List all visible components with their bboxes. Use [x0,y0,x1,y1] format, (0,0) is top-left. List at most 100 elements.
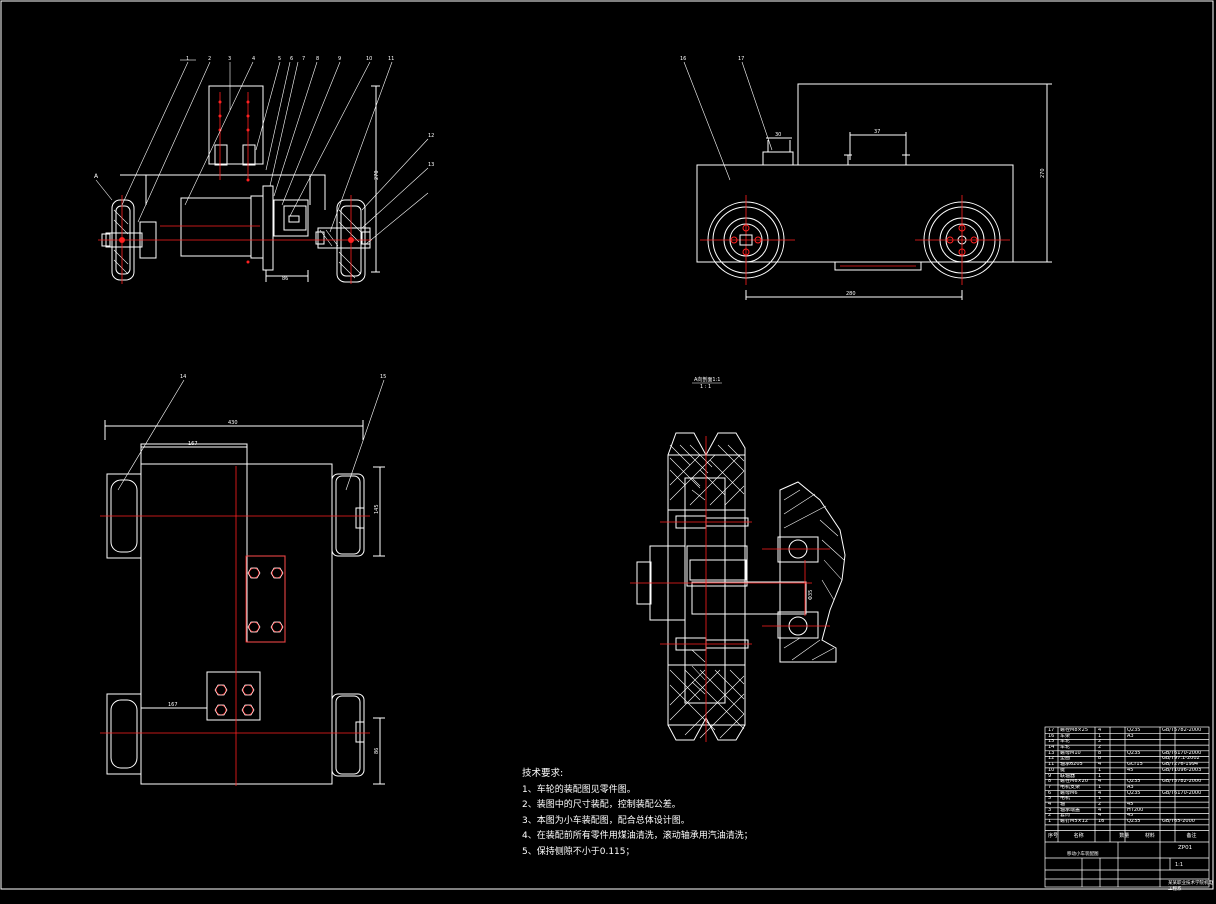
callout-1: 1 [186,56,189,62]
section-view-hatch [669,444,845,739]
parts-row-4-name: 轴 [1060,801,1066,807]
parts-row-17-no: 17 [1048,728,1055,733]
parts-row-2-name: 套筒 [1060,813,1071,819]
note-3: 3、本图为小车装配图，配合总体设计图。 [522,815,690,826]
parts-row-6-name: 螺母M6 [1060,790,1078,796]
parts-row-17-std: GB/T5782-2000 [1162,728,1202,733]
callout-14: 14 [180,374,186,380]
parts-row-6-no: 6 [1048,790,1052,796]
parts-row-11-qty: 4 [1098,762,1102,768]
parts-row-13-no: 13 [1048,750,1055,756]
section-label: A向剖面1:1 [694,376,720,383]
parts-row-6-mat: Q235 [1127,790,1141,796]
parts-row-9-name: 联轴器 [1060,773,1076,779]
dim-bl-overall: 430 [228,420,238,426]
parts-row-11-mat: GCr15 [1127,762,1143,768]
note-1: 1、车轮的装配图见零件图。 [522,784,636,795]
parts-row-9-qty: 1 [1098,773,1102,779]
parts-row-3-qty: 4 [1098,807,1102,813]
side-view-text: 16 17 30 37 270 280 [680,56,1046,297]
dim-tr-height: 270 [1040,168,1046,178]
parts-row-16-name: 车架 [1060,733,1071,739]
parts-row-15-qty: 2 [1098,739,1102,745]
parts-row-5-name: 电机 [1060,796,1071,802]
notes-title: 技术要求: [522,768,564,779]
parts-row-17-name: 螺栓M8×25 [1060,728,1089,733]
callout-17: 17 [738,56,744,62]
parts-row-13-name: 螺母M10 [1060,750,1081,756]
parts-row-8-std: GB/T5782-2000 [1162,779,1202,785]
parts-row-3-name: 轴承端盖 [1060,807,1081,813]
parts-row-10-no: 10 [1048,767,1055,773]
dim-tr-a: 30 [775,132,781,138]
parts-row-6-qty: 4 [1098,790,1102,796]
parts-row-16-no: 16 [1048,733,1055,739]
parts-row-2-qty: 4 [1098,813,1102,819]
organization: 某某职业技术学院机电工程系 [1168,881,1213,892]
header-no: 序号 [1048,833,1059,839]
parts-row-12-std: GB/T97.1-2002 [1162,756,1200,762]
parts-row-16-qty: 1 [1098,733,1102,739]
parts-row-7-no: 7 [1048,784,1052,790]
parts-row-2-mat: 45 [1127,813,1134,819]
dim-tl-width: 86 [282,276,288,282]
dim-section-bore: Φ35 [808,590,814,600]
parts-row-1-no: 1 [1048,819,1052,824]
section-view [636,432,846,741]
callout-9: 9 [338,56,341,62]
dim-bl-right-a: 145 [374,504,380,514]
parts-row-17-mat: Q235 [1127,728,1141,733]
parts-row-10-std: GB/T1096-2003 [1162,767,1202,773]
title-block-grid [1044,726,1210,888]
parts-row-7-mat: A3 [1127,784,1134,790]
parts-row-8-no: 8 [1048,779,1052,785]
parts-row-17-qty: 4 [1098,728,1102,733]
dim-bl-offset-top: 167 [188,441,198,447]
parts-row-14-no: 14 [1048,745,1055,751]
callout-7: 7 [302,56,305,62]
callout-6: 6 [290,56,293,62]
parts-row-8-name: 螺栓M6×20 [1060,779,1089,785]
callout-5: 5 [278,56,281,62]
parts-row-13-qty: 8 [1098,750,1102,756]
parts-row-8-qty: 4 [1098,779,1102,785]
parts-row-14-qty: 2 [1098,745,1102,751]
plan-view-centerlines [100,466,370,786]
side-view-leaders [683,61,773,181]
parts-row-1-qty: 16 [1098,819,1105,824]
side-view-centerlines [700,195,1010,285]
section-view-text: A向剖面1:1 1 : 1 Φ35 [692,376,814,600]
parts-row-1-mat: Q235 [1127,819,1141,824]
plan-view [104,420,385,785]
parts-row-10-mat: 45 [1127,767,1134,773]
front-view-callout-text: 1 2 3 4 5 6 7 8 9 10 11 12 13 A 270 86 [94,56,434,282]
parts-row-11-name: 轴承6205 [1060,762,1083,768]
drawing-number: ZP01 [1178,845,1193,851]
parts-row-13-std: GB/T6170-2000 [1162,750,1202,756]
callout-A: A [94,173,99,180]
parts-row-12-name: 垫圈 [1060,756,1071,762]
plan-view-text: 14 15 430 167 167 145 86 [168,374,386,754]
parts-row-3-no: 3 [1048,807,1052,813]
parts-row-7-name: 电机支架 [1060,784,1081,790]
header-mat: 材料 [1144,833,1155,839]
parts-row-5-qty: 1 [1098,796,1102,802]
parts-row-1-std: GB/T65-2000 [1162,819,1195,824]
front-view-leaders [95,59,429,245]
parts-row-4-mat: 45 [1127,801,1134,807]
parts-row-10-name: 键 [1060,767,1066,773]
callout-12: 12 [428,133,434,139]
parts-row-4-qty: 2 [1098,801,1102,807]
parts-row-1-name: 螺钉M5×12 [1060,819,1089,824]
parts-row-10-qty: 1 [1098,767,1102,773]
parts-header: 序号 名称 数量 材料 备注 [1048,832,1208,839]
parts-row-11-std: GB/T276-1994 [1162,762,1199,768]
parts-row-3-mat: HT200 [1127,807,1144,813]
front-view-centerlines [98,92,372,284]
